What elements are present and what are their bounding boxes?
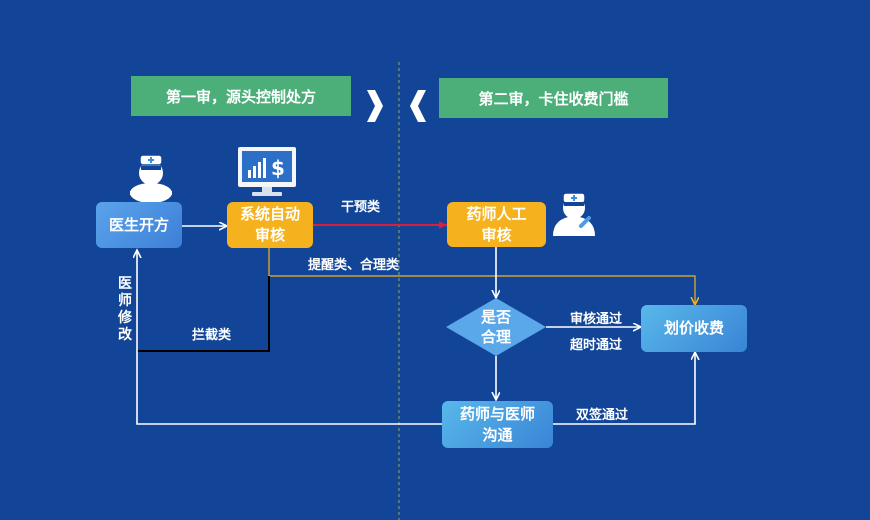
edge-intercept xyxy=(137,276,270,352)
svg-text:$: $ xyxy=(271,156,285,180)
label-dual-sign-pass: 双签通过 xyxy=(576,408,629,423)
label-remind: 提醒类、合理类 xyxy=(308,258,400,273)
edge-dual-sign xyxy=(553,352,695,425)
node-pharmacist-review: 药师人工 审核 xyxy=(447,202,546,247)
chevron-left-icon xyxy=(410,90,426,122)
pharmacist-icon xyxy=(553,192,595,236)
node-doctor-prescribe: 医生开方 xyxy=(96,202,182,248)
label-timeout-pass: 超时通过 xyxy=(570,338,623,353)
doctor-icon xyxy=(130,154,172,203)
chevron-right-icon xyxy=(367,90,383,122)
decision-diamond xyxy=(446,298,546,356)
node-communicate: 药师与医师 沟通 xyxy=(442,401,553,448)
node-pricing: 划价收费 xyxy=(641,305,747,352)
label-doctor-modify: 医师修改 xyxy=(118,276,132,343)
node-system-review: 系统自动 审核 xyxy=(227,202,313,248)
banner-second-review: 第二审，卡住收费门槛 xyxy=(439,78,668,118)
edge-remind xyxy=(268,248,695,305)
label-review-pass: 审核通过 xyxy=(570,312,623,327)
label-intercept: 拦截类 xyxy=(192,328,232,343)
edge-doctor-modify xyxy=(137,250,442,425)
decision-label: 是否 合理 xyxy=(480,308,511,346)
label-intervene: 干预类 xyxy=(341,200,381,215)
banner-first-review: 第一审，源头控制处方 xyxy=(131,76,351,116)
monitor-dollar-icon: $ xyxy=(238,147,296,196)
